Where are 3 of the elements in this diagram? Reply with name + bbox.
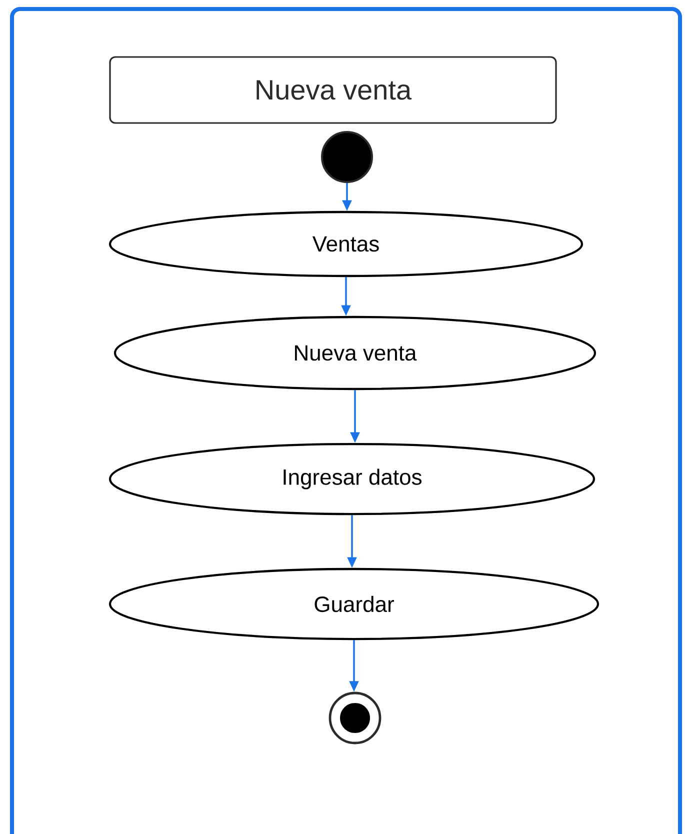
start-node (321, 131, 373, 183)
end-node (328, 692, 382, 744)
heading-box: Nueva venta (109, 56, 557, 124)
